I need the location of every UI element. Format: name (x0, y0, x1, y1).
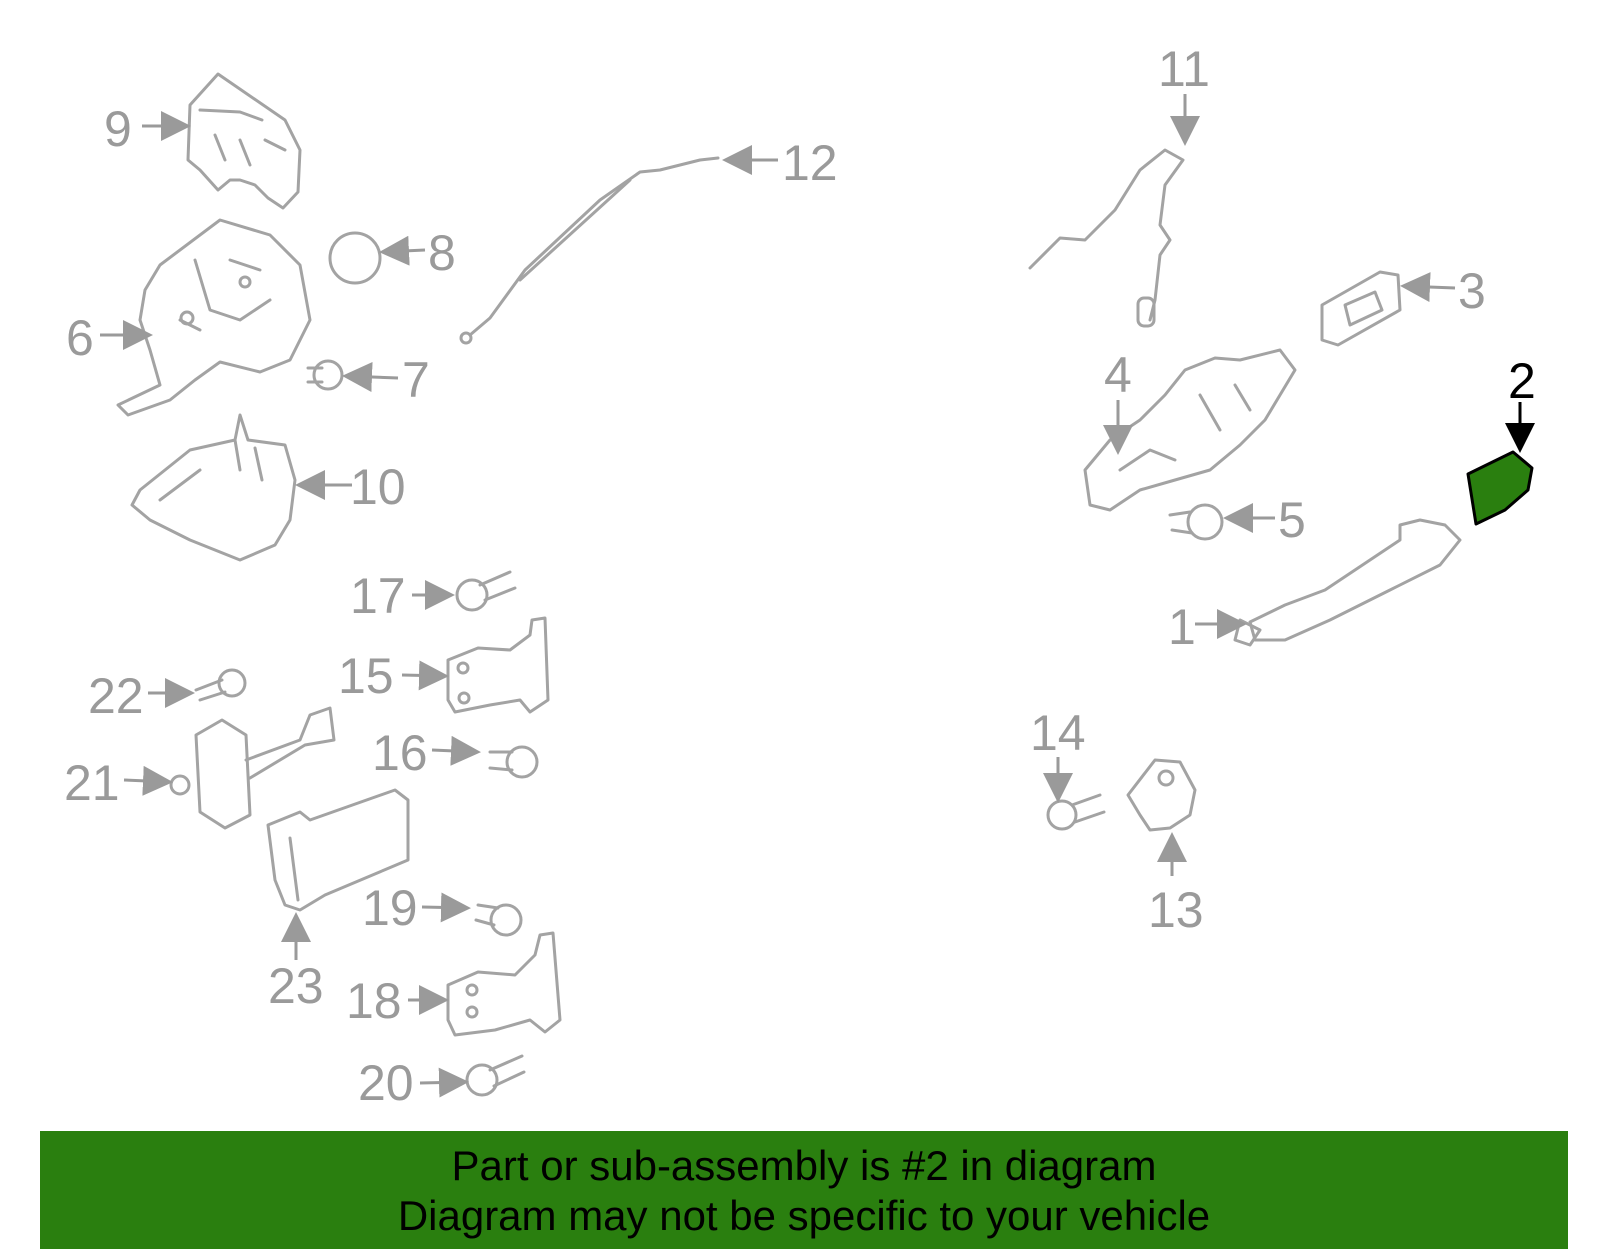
part-2-handle-cap (1466, 450, 1534, 526)
part-19-bolt (474, 903, 523, 937)
callout-13: 13 (1148, 882, 1204, 938)
callout-arrow-21 (123, 765, 173, 796)
callout-19: 19 (362, 880, 418, 936)
notice-banner: Part or sub-assembly is #2 in diagram Di… (40, 1131, 1568, 1249)
part-13-striker (1126, 758, 1197, 832)
callout-arrow-7 (342, 362, 399, 393)
callout-11: 11 (1158, 41, 1210, 97)
part-3-escutcheon (1320, 270, 1402, 347)
part-14-bolt (1046, 793, 1106, 831)
callout-3: 3 (1458, 263, 1486, 319)
part-10-lock-module (130, 413, 297, 562)
part-16-bolt (488, 745, 539, 779)
part-17-bolt (455, 570, 517, 612)
part-7-screw (306, 359, 344, 391)
callout-8: 8 (428, 225, 456, 281)
callout-arrow-8 (379, 235, 426, 266)
part-22-bolt (194, 668, 247, 702)
callout-4: 4 (1104, 347, 1132, 403)
part-21-door-check (169, 706, 336, 830)
callout-arrow-3 (1400, 272, 1456, 303)
callout-22: 22 (88, 668, 144, 724)
callout-arrow-19 (421, 892, 471, 923)
callout-12: 12 (782, 135, 838, 191)
callout-14: 14 (1030, 705, 1086, 761)
callout-15: 15 (338, 648, 394, 704)
callout-2: 2 (1508, 353, 1536, 409)
callout-9: 9 (104, 101, 132, 157)
part-6-door-latch (116, 218, 312, 417)
callout-7: 7 (402, 352, 430, 408)
banner-line-2: Diagram may not be specific to your vehi… (397, 1192, 1211, 1239)
part-9-actuator-housing (186, 72, 302, 210)
callout-18: 18 (346, 973, 402, 1029)
callout-arrow-16 (431, 735, 481, 766)
banner-line-1: Part or sub-assembly is #2 in diagram (451, 1142, 1157, 1189)
part-23-door-check (266, 788, 410, 912)
callout-arrow-15 (401, 660, 449, 691)
part-8-grommet (328, 231, 382, 285)
part-15-hinge (446, 616, 550, 714)
part-18-hinge (446, 931, 562, 1037)
callout-16: 16 (372, 725, 428, 781)
part-4-handle-bracket (1083, 348, 1297, 512)
callout-arrow-20 (419, 1067, 469, 1098)
part-1-outside-handle (1233, 518, 1462, 647)
part-11-release-cable (1028, 148, 1185, 328)
part-12-cable (459, 156, 720, 345)
part-20-bolt (465, 1054, 526, 1097)
callout-10: 10 (350, 459, 406, 515)
callout-6: 6 (66, 310, 94, 366)
callout-20: 20 (358, 1055, 414, 1111)
callout-21: 21 (64, 755, 120, 811)
part-5-screw (1168, 503, 1224, 541)
callout-1: 1 (1168, 599, 1196, 655)
callout-17: 17 (350, 568, 406, 624)
callout-5: 5 (1278, 492, 1306, 548)
callout-23: 23 (268, 958, 324, 1014)
